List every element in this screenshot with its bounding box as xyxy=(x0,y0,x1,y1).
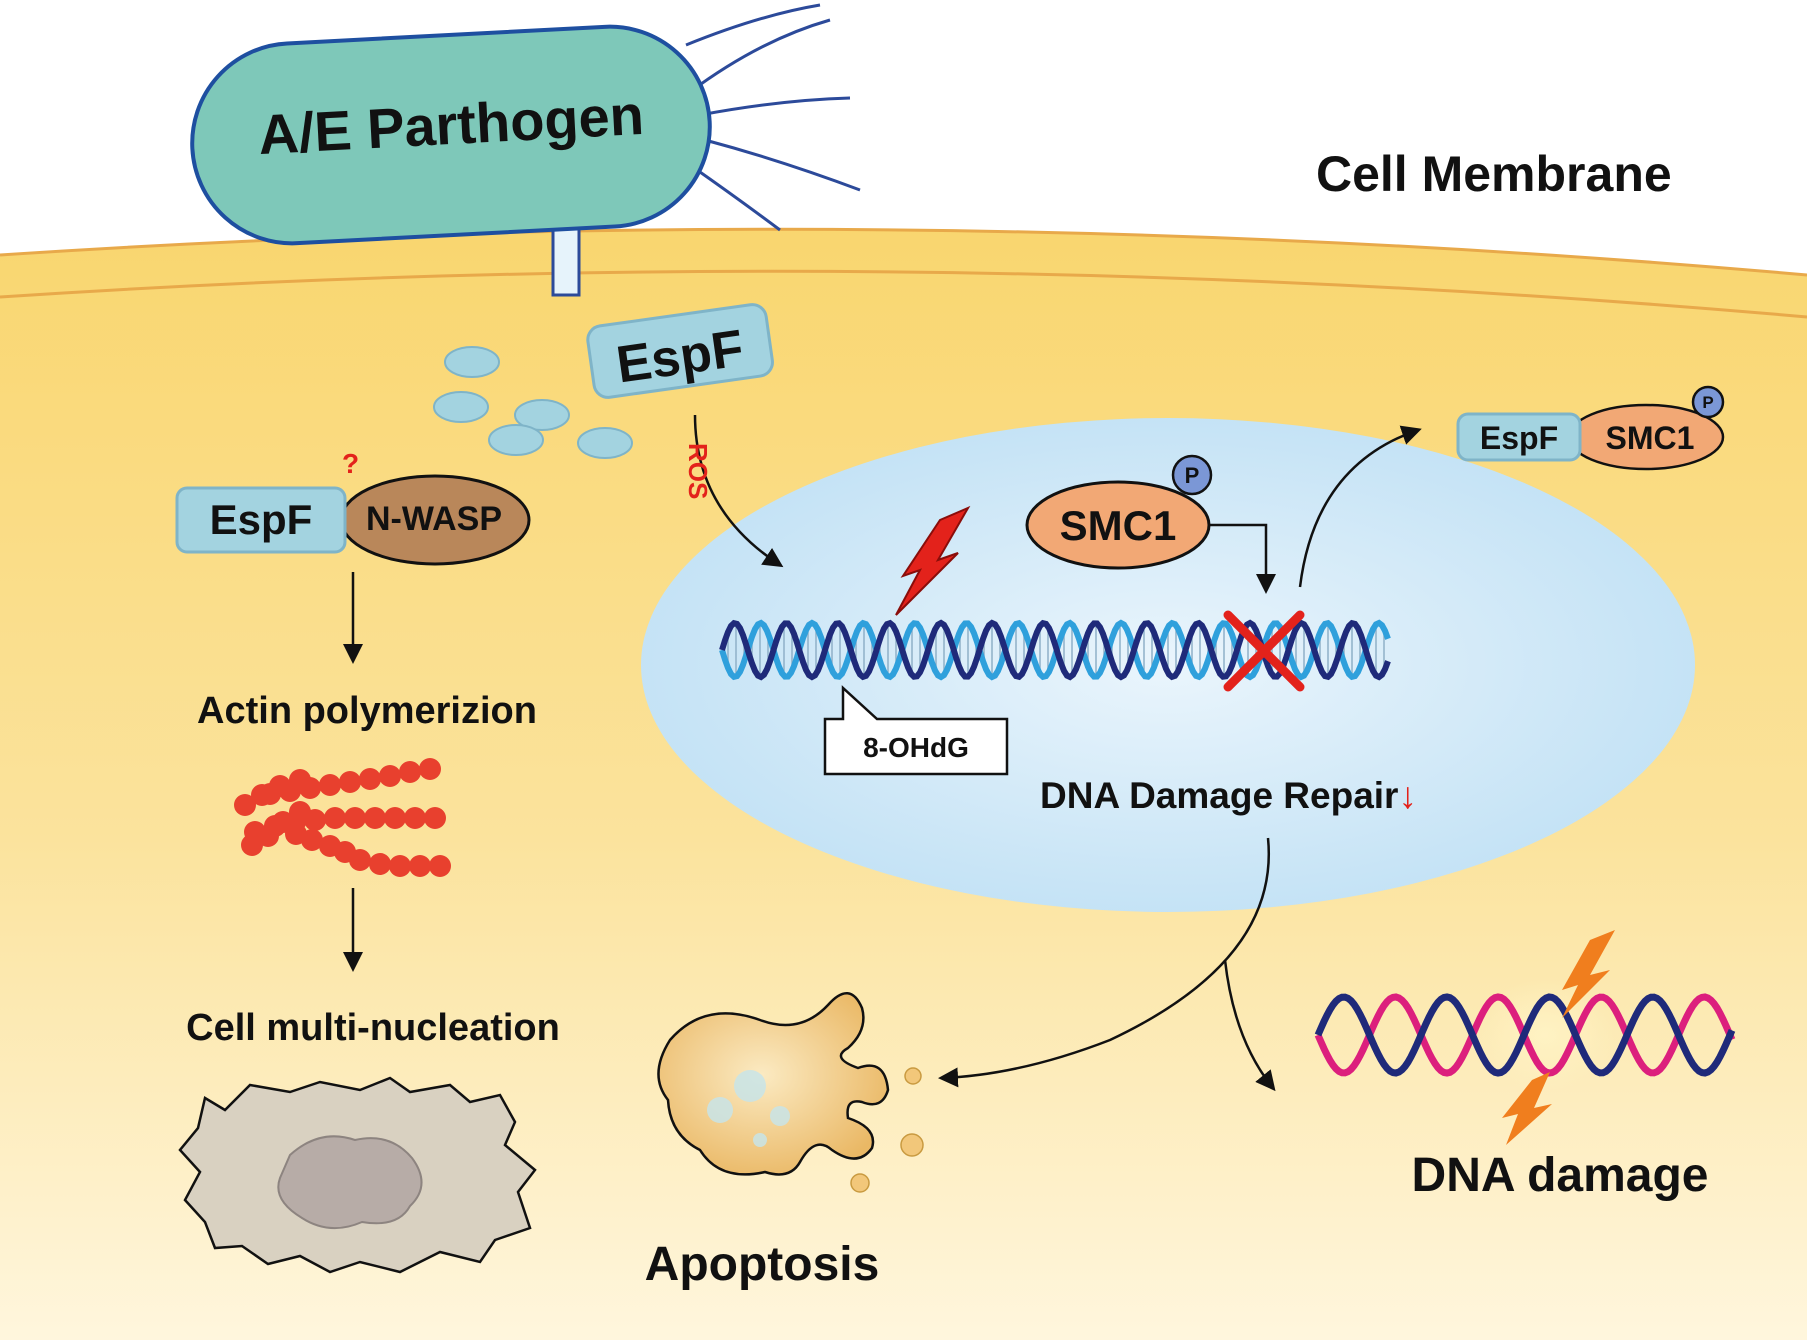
ohdg-label: 8-OHdG xyxy=(863,732,969,763)
actin-bead xyxy=(257,825,279,847)
actin-bead xyxy=(289,769,311,791)
actin-bead xyxy=(369,853,391,875)
apoptotic-cell-icon xyxy=(657,992,924,1193)
lightning-bottom-icon xyxy=(1502,1072,1552,1145)
lightning-top-icon xyxy=(1562,930,1615,1018)
complex-phospho-label: P xyxy=(1702,393,1714,412)
actin-bead xyxy=(324,807,346,829)
dna-damage-label: DNA damage xyxy=(1411,1149,1709,1202)
decrease-arrow-icon: ↓ xyxy=(1398,775,1417,816)
actin-bead xyxy=(429,855,451,877)
actin-bead xyxy=(285,823,307,845)
damaged-dna-icon xyxy=(1314,930,1736,1145)
repair-label: DNA Damage Repair↓ xyxy=(1040,775,1417,817)
arrow-to-dna-damage xyxy=(1223,959,1276,1092)
actin-bead xyxy=(339,771,361,793)
ros-label: ROS xyxy=(683,443,713,500)
complex-arrow xyxy=(1298,425,1422,588)
espf-left-box xyxy=(175,486,347,554)
dna-helix-nucleus xyxy=(719,619,1391,681)
ohdg-callout xyxy=(823,685,1009,776)
actin-bead xyxy=(384,807,406,829)
actin-bead xyxy=(241,834,263,856)
complex-smc1-label: SMC1 xyxy=(1605,420,1695,456)
actin-bead xyxy=(364,807,386,829)
multinucleated-cell-icon xyxy=(178,1076,537,1274)
actin-bead xyxy=(359,768,381,790)
actin-bead xyxy=(389,855,411,877)
actin-bead xyxy=(319,774,341,796)
actin-bead xyxy=(251,784,273,806)
actin-bead xyxy=(379,765,401,787)
cell-membrane-label: Cell Membrane xyxy=(1316,146,1672,202)
nwasp-label: N-WASP xyxy=(366,500,502,538)
actin-label: Actin polymerizion xyxy=(197,690,537,732)
actin-bead xyxy=(269,775,291,797)
actin-bead xyxy=(424,807,446,829)
question-mark: ? xyxy=(342,448,360,479)
multinucleation-label: Cell multi-nucleation xyxy=(186,1007,560,1049)
actin-bead xyxy=(404,807,426,829)
actin-bead xyxy=(409,855,431,877)
repair-label-text: DNA Damage Repair xyxy=(1040,775,1399,816)
ros-arrow xyxy=(693,414,784,568)
actin-bead xyxy=(234,794,256,816)
complex-phospho-icon xyxy=(1691,385,1725,419)
actin-bead xyxy=(344,807,366,829)
smc1-to-dna-arrow xyxy=(1210,523,1276,594)
espf-left-label: EspF xyxy=(209,496,313,543)
complex-espf xyxy=(1456,412,1582,462)
cell-membrane-inner xyxy=(0,269,1807,319)
actin-filament-icon xyxy=(234,758,451,877)
apoptosis-label: Apoptosis xyxy=(644,1238,880,1291)
espf-main-box xyxy=(586,303,774,399)
actin-bead xyxy=(319,835,341,857)
actin-bead xyxy=(419,758,441,780)
smc1-nuclear xyxy=(1025,480,1211,570)
actin-bead xyxy=(289,801,311,823)
arrow-to-apoptosis xyxy=(938,837,1271,1088)
lightning-ros-icon xyxy=(895,505,971,616)
repair-block-x-icon xyxy=(1223,610,1305,692)
smc1-label: SMC1 xyxy=(1059,502,1177,549)
actin-bead xyxy=(399,761,421,783)
complex-espf-label: EspF xyxy=(1479,420,1559,456)
phospho-label: P xyxy=(1184,463,1200,488)
phospho-icon xyxy=(1171,454,1213,496)
pathogen-bacterium xyxy=(190,3,861,297)
espf-vesicles xyxy=(433,346,633,459)
